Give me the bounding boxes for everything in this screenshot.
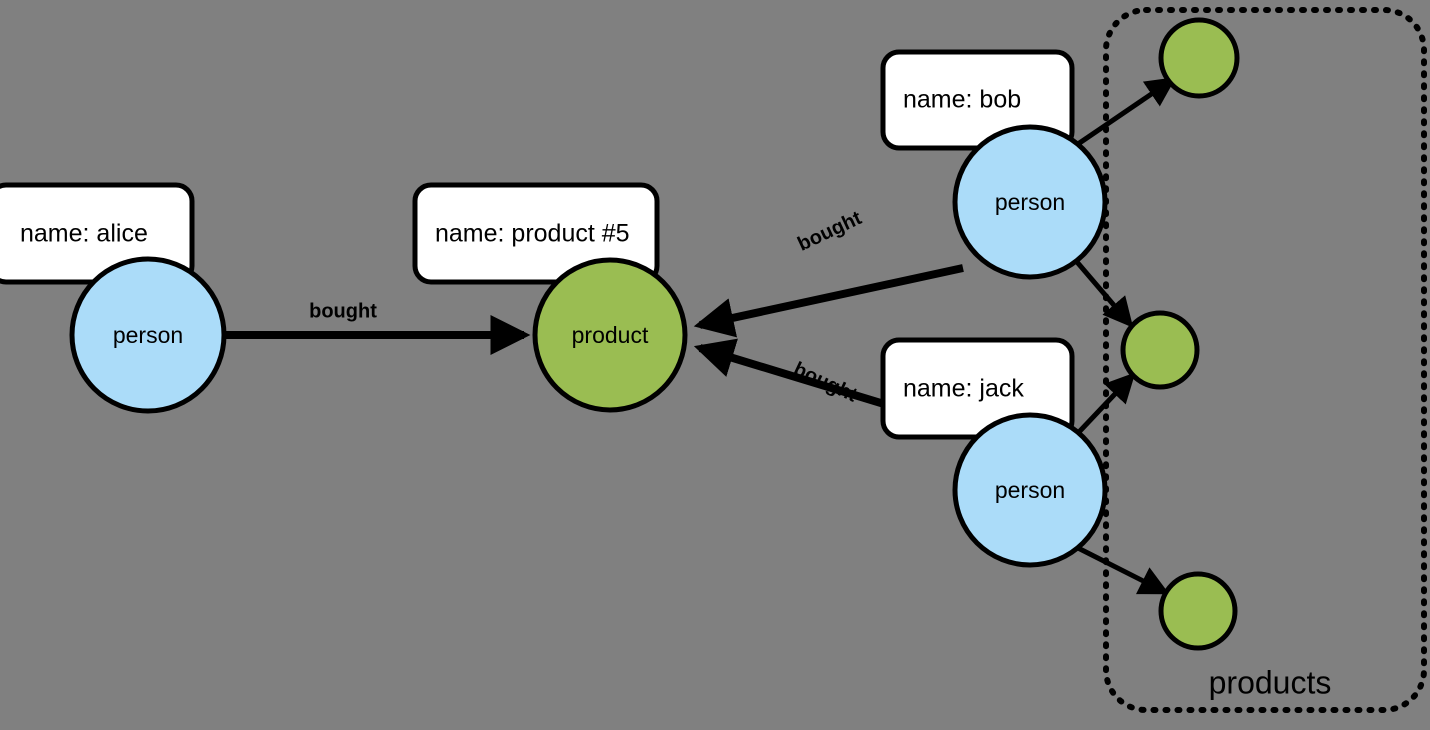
node-product5-circle	[532, 257, 688, 413]
edge-line-jack-prodbottom	[1076, 545, 1170, 595]
property-box-jack-text: name: jack	[903, 375, 1024, 403]
node-alice-circle	[69, 256, 227, 414]
node-bob-circle	[952, 124, 1108, 280]
edge-label-alice-bought: bought	[309, 300, 377, 322]
edge-bob-product-mid[interactable]	[1075, 260, 1134, 328]
products-group-label: products	[1209, 664, 1332, 700]
edge-label-jack-bought: bought	[790, 358, 861, 407]
node-product-bottom[interactable]	[1158, 571, 1238, 651]
node-jack-label: person	[995, 477, 1065, 503]
edge-jack-product-bottom[interactable]	[1076, 545, 1170, 595]
node-bob-label: person	[995, 189, 1065, 215]
edge-bob-product-top[interactable]	[1076, 77, 1177, 147]
property-box-product[interactable]: name: product #5	[412, 182, 660, 285]
node-jack-circle	[952, 412, 1108, 568]
edge-line-bob-prodtop	[1076, 77, 1177, 147]
node-product-top[interactable]	[1158, 17, 1240, 99]
node-product-bottom-circle	[1158, 571, 1238, 651]
property-box-bob-text: name: bob	[903, 86, 1021, 114]
edge-line-bob-prodmid	[1075, 260, 1134, 328]
property-box-product-rect	[412, 182, 660, 285]
node-product-top-circle	[1158, 17, 1240, 99]
property-box-alice-text: name: alice	[20, 220, 148, 248]
edge-bob-bought[interactable]: bought	[693, 207, 964, 338]
node-alice-label: person	[113, 322, 183, 348]
node-product-mid[interactable]	[1120, 310, 1200, 390]
node-product5-label: product	[572, 322, 649, 348]
edge-alice-bought[interactable]: bought	[224, 300, 531, 355]
node-jack[interactable]: person	[952, 412, 1108, 568]
property-box-product-text: name: product #5	[435, 220, 630, 248]
node-product5[interactable]: product	[532, 257, 688, 413]
edge-line-bob-product	[693, 264, 964, 338]
edge-jack-product-mid[interactable]	[1077, 372, 1136, 434]
products-group: products	[1103, 7, 1427, 713]
node-product-mid-circle	[1120, 310, 1200, 390]
edge-line-jack-prodmid	[1077, 372, 1136, 434]
property-box-bob[interactable]: name: bob	[880, 49, 1075, 151]
node-bob[interactable]: person	[952, 124, 1108, 280]
products-group-border	[1103, 7, 1427, 713]
edge-label-bob-bought: bought	[794, 207, 865, 256]
node-alice[interactable]: person	[69, 256, 227, 414]
